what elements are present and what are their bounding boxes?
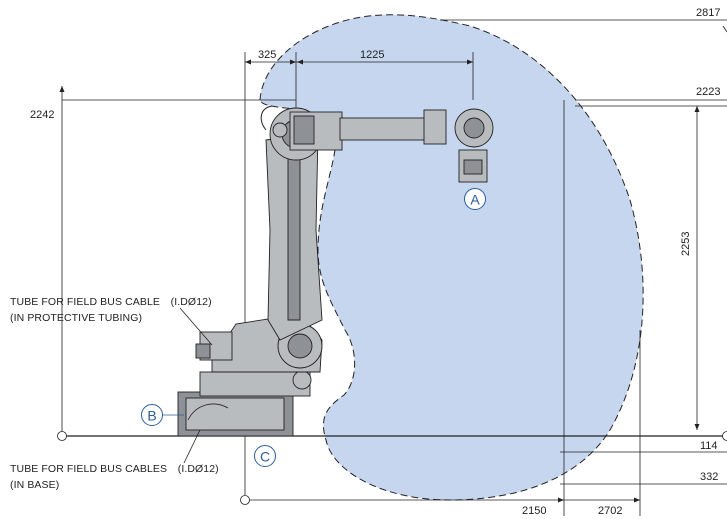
- dim-2242-label: 2242: [30, 109, 54, 121]
- dim-2150-label: 2150: [522, 505, 546, 517]
- svg-text:A: A: [470, 192, 480, 208]
- callout-c: C: [254, 445, 276, 467]
- svg-text:B: B: [147, 408, 156, 424]
- note-lower-line1: TUBE FOR FIELD BUS CABLES (I.DØ12): [10, 463, 219, 475]
- callout-a: A: [464, 188, 486, 210]
- dim-1225-arrow-right: [467, 59, 473, 65]
- dim-2817-arrow: [722, 25, 727, 33]
- dim-1225-label: 1225: [360, 49, 384, 61]
- note-upper-leader: [179, 307, 213, 346]
- dim-325-label: 325: [258, 49, 276, 61]
- robot-base: [177, 370, 312, 437]
- note-upper-line2: (IN PROTECTIVE TUBING): [10, 312, 142, 324]
- note-lower-leader: [183, 429, 201, 464]
- dim-325-arrow-right: [290, 59, 296, 65]
- note-lower-line2: (IN BASE): [10, 479, 59, 491]
- svg-text:C: C: [260, 449, 270, 465]
- dim-2253-label: 2253: [680, 232, 692, 256]
- dim-2242-arrow: [59, 86, 65, 92]
- callout-b: B: [141, 404, 184, 426]
- dim-325-arrow-left: [245, 59, 251, 65]
- dim-2253-arrow-bottom: [694, 424, 700, 430]
- dim-2253-arrow-top: [694, 106, 700, 112]
- note-upper-line1: TUBE FOR FIELD BUS CABLE (I.DØ12): [10, 296, 212, 308]
- dim-2702-arrow: [634, 497, 640, 503]
- dim-2817-label: 2817: [696, 7, 720, 19]
- datum-circle-right: [722, 431, 727, 441]
- dim-2223-label: 2223: [696, 86, 720, 98]
- dim-114-label: 114: [700, 440, 718, 452]
- datum-circle-bottom: [240, 495, 250, 505]
- robot-upper-arm: [289, 108, 494, 183]
- dim-332-label: 332: [700, 471, 718, 483]
- dim-2150-arrow: [558, 497, 564, 503]
- dim-1225-arrow-left: [297, 59, 303, 65]
- dim-2702-label: 2702: [598, 505, 622, 517]
- datum-circle-left: [57, 431, 67, 441]
